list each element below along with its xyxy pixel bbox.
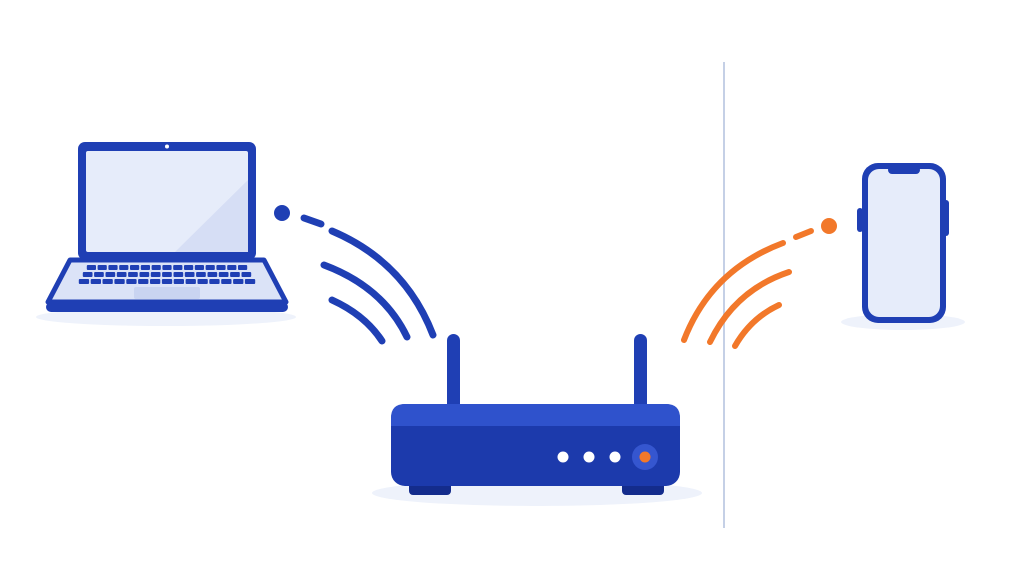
keyboard-key: [216, 265, 226, 270]
keyboard-key: [162, 265, 172, 270]
keyboard-key: [82, 272, 93, 277]
keyboard-key: [102, 279, 113, 284]
keyboard-key: [94, 272, 104, 277]
phone-notch: [888, 166, 920, 174]
laptop-base-edge: [46, 302, 288, 312]
router-icon: [372, 334, 702, 506]
router-status-led: [609, 451, 621, 463]
keyboard-key: [119, 265, 129, 270]
keyboard-key: [126, 279, 137, 284]
keyboard-key: [205, 265, 215, 270]
signal-origin-dot: [274, 205, 290, 221]
keyboard-key: [244, 279, 256, 284]
keyboard-key: [221, 279, 232, 284]
phone-signal-dash: [793, 228, 814, 240]
keyboard-key: [207, 272, 218, 277]
keyboard-key: [78, 279, 90, 284]
wifi-signal-arcs-orange: [681, 218, 837, 349]
keyboard-key: [184, 272, 195, 277]
router-top-face: [391, 404, 680, 426]
keyboard-key: [161, 279, 173, 284]
router-status-led: [583, 451, 595, 463]
keyboard-key: [241, 272, 252, 277]
keyboard-key: [173, 279, 184, 284]
keyboard-key: [150, 279, 161, 284]
laptop-floor-shadow: [36, 308, 296, 326]
laptop-keyboard: [78, 265, 256, 284]
keyboard-key: [114, 279, 125, 284]
keyboard-key: [238, 265, 248, 270]
phone-signal-arc-inner: [732, 302, 782, 349]
smartphone-icon: [841, 163, 965, 330]
phone-signal-origin-dot: [821, 218, 837, 234]
keyboard-key: [128, 272, 138, 277]
keyboard-key: [86, 265, 96, 270]
phone-screen: [868, 169, 940, 317]
keyboard-key: [90, 279, 101, 284]
signal-arc-outer: [328, 227, 437, 339]
router-antenna-right: [634, 334, 647, 414]
keyboard-key: [173, 265, 183, 270]
keyboard-key: [116, 272, 127, 277]
laptop-screen-glare: [175, 180, 248, 252]
keyboard-key: [218, 272, 229, 277]
signal-dash: [300, 214, 325, 228]
keyboard-key: [108, 265, 118, 270]
keyboard-key: [140, 265, 150, 270]
keyboard-key: [209, 279, 220, 284]
keyboard-key: [97, 265, 107, 270]
keyboard-key: [130, 265, 140, 270]
phone-signal-arc-middle: [707, 269, 792, 345]
keyboard-key: [233, 279, 244, 284]
router-antenna-left: [447, 334, 460, 414]
laptop-trackpad: [134, 287, 200, 299]
keyboard-key: [197, 279, 208, 284]
phone-side-button-left: [857, 208, 863, 232]
signal-arc-middle: [320, 261, 411, 341]
keyboard-key: [139, 272, 150, 277]
keyboard-key: [227, 265, 237, 270]
router-floor-shadow: [372, 480, 702, 506]
wifi-signal-arcs-blue: [274, 205, 437, 345]
keyboard-key: [196, 272, 206, 277]
keyboard-key: [151, 265, 161, 270]
laptop-icon: [36, 142, 296, 326]
signal-arc-inner: [328, 296, 386, 345]
laptop-camera-dot: [165, 144, 169, 149]
keyboard-key: [173, 272, 184, 277]
keyboard-key: [105, 272, 116, 277]
phone-signal-arc-outer: [681, 240, 786, 343]
router-status-leds: [557, 451, 621, 463]
keyboard-key: [162, 272, 172, 277]
keyboard-key: [194, 265, 204, 270]
keyboard-key: [138, 279, 149, 284]
keyboard-key: [184, 265, 194, 270]
keyboard-key: [230, 272, 240, 277]
keyboard-key: [185, 279, 196, 284]
router-status-led: [557, 451, 569, 463]
router-power-led: [639, 451, 651, 463]
keyboard-key: [150, 272, 161, 277]
